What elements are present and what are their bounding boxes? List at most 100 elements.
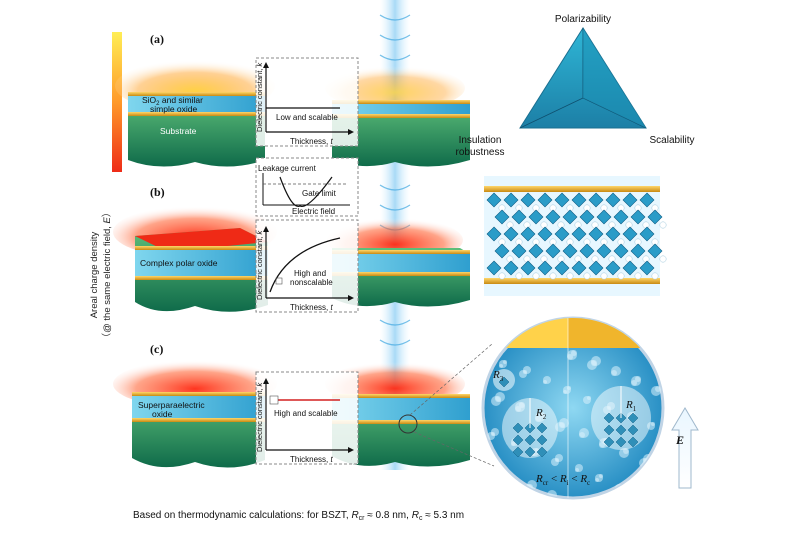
octahedron [622,226,638,242]
electric-field-arrow: E [671,407,699,489]
bubble [483,464,493,474]
atom [600,272,608,280]
plot-b-ylabel: Dielectric constant, k [255,230,264,300]
footnote: Based on thermodynamic calculations: for… [133,510,464,522]
octahedron [528,243,544,259]
octahedron [511,209,527,225]
plot-b-frame [255,219,359,313]
octahedron [562,243,578,259]
octahedron [571,260,587,276]
colorbar-label: Areal charge density [89,231,100,318]
octahedron [579,209,595,225]
atom [566,272,574,280]
bubble [583,396,591,404]
bubble [487,464,493,470]
octahedron [605,226,621,242]
octahedron [554,260,570,276]
leakage-curve [279,176,333,208]
dielectric-layer-b-right [332,254,470,272]
dielectric-layer-c-right [332,398,470,420]
cluster-octahedron [498,376,510,388]
atom [557,221,565,229]
cluster-octahedron [627,412,639,424]
octahedron [545,209,561,225]
atom [591,221,599,229]
octahedron [630,243,646,259]
atom [651,272,659,280]
bubble [587,360,597,370]
cluster-octahedron [603,424,615,436]
octahedron [520,192,536,208]
octahedron [639,260,655,276]
bubble [487,432,495,440]
plot-a-annotation: Low and scalable [276,113,338,122]
leakage-plot-frame [255,157,359,217]
panel-c-tag: (c) [150,342,163,356]
bubble [519,370,527,378]
octahedron [588,260,604,276]
octahedron [486,192,502,208]
layer-label-c-1: Superparaelectric [138,400,205,410]
crystal-atoms [486,192,667,280]
atom [574,221,582,229]
octahedron [503,260,519,276]
octahedron [503,192,519,208]
layer-label-c-2: oxide [152,409,173,419]
octahedron [605,260,621,276]
atom [608,221,616,229]
octahedron [562,209,578,225]
octahedron [647,243,663,259]
plot-a-ylabel: Dielectric constant, k [255,62,264,132]
bubble [499,364,503,368]
cluster-octahedron [524,446,536,458]
atom [625,255,633,263]
bottom-electrode-a-right [332,114,470,118]
leakage-plot-xlabel: Electric field [292,207,335,216]
atom [506,221,514,229]
property-triangle: Polarizability Insulation robustness Sca… [456,14,695,158]
octahedron [486,260,502,276]
colorbar-sublabel: （@ the same electric field, E） [101,208,113,343]
atom [549,272,557,280]
top-electrode-a-left [128,92,265,96]
triangle-top-label: Polarizability [555,14,611,25]
panel-b-tag: (b) [150,185,165,199]
cluster-octahedron [603,436,615,448]
octahedron [511,243,527,259]
atom [659,221,667,229]
bubble [551,458,559,466]
octahedron [588,226,604,242]
atom [642,255,650,263]
r3-label: R3 [492,369,504,383]
octahedron [596,243,612,259]
octahedron [613,243,629,259]
octahedron [537,226,553,242]
octahedron [613,209,629,225]
octahedron [596,209,612,225]
bubble [575,468,579,472]
octahedron [622,260,638,276]
cluster-octahedron [536,434,548,446]
cluster-octahedron [536,422,548,434]
top-electrode-b-left [135,246,268,250]
dielectric-layer-a-left [128,96,265,112]
octahedron [494,243,510,259]
atom [498,272,506,280]
atom [540,255,548,263]
atom [557,255,565,263]
triangle-left-label-2: robustness [456,147,505,158]
octahedron [494,209,510,225]
cluster-octahedron [512,422,524,434]
octahedron [588,192,604,208]
atom [506,255,514,263]
atom [583,272,591,280]
octahedron [537,260,553,276]
glow-a-right [325,66,465,110]
atom [617,272,625,280]
bubble [659,350,663,358]
cluster-octahedron [524,434,536,446]
triangle-right-label: Scalability [649,135,694,146]
layer-label-a-2: simple oxide [150,104,198,114]
plot-c-frame [255,371,359,465]
